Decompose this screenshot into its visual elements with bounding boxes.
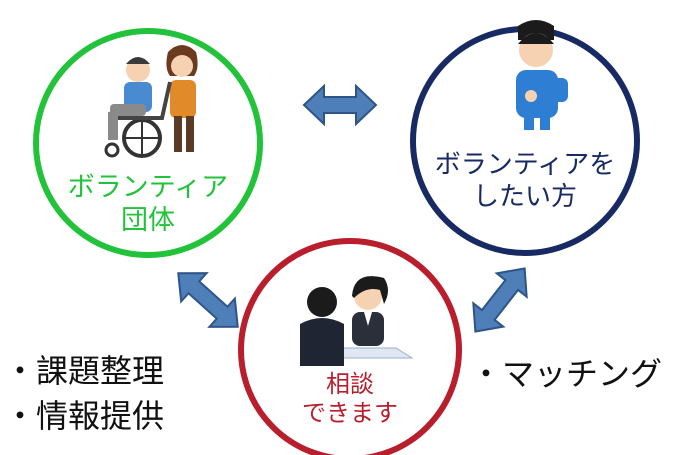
consultation-label-line1: 相談 — [326, 370, 374, 398]
volunteer-group-label-line2: 団体 — [121, 204, 175, 236]
consultation-label: 相談 できます — [290, 370, 410, 429]
volunteer-person-label-line2: したい方 — [472, 181, 577, 212]
volunteer-group-label-line1: ボランティア — [67, 172, 229, 203]
person-raising-hand-illustration — [516, 20, 568, 130]
double-arrow-icon — [177, 272, 239, 328]
double-arrow-icon — [302, 83, 378, 127]
note-matching: ・マッチング — [470, 355, 663, 393]
volunteer-group-circle — [33, 28, 263, 258]
volunteer-group-label: ボランティア 団体 — [60, 172, 236, 238]
wheelchair-caregiver-illustration — [104, 45, 198, 158]
note-information-provision: ・情報提供 — [4, 397, 165, 435]
note-issue-organization: ・課題整理 — [4, 352, 165, 390]
volunteer-person-label: ボランティアを したい方 — [430, 150, 620, 213]
consultation-desk-illustration — [300, 276, 414, 366]
double-arrow-icon — [472, 267, 528, 333]
consultation-label-line2: できます — [302, 399, 398, 428]
volunteer-person-label-line1: ボランティアを — [434, 150, 616, 180]
